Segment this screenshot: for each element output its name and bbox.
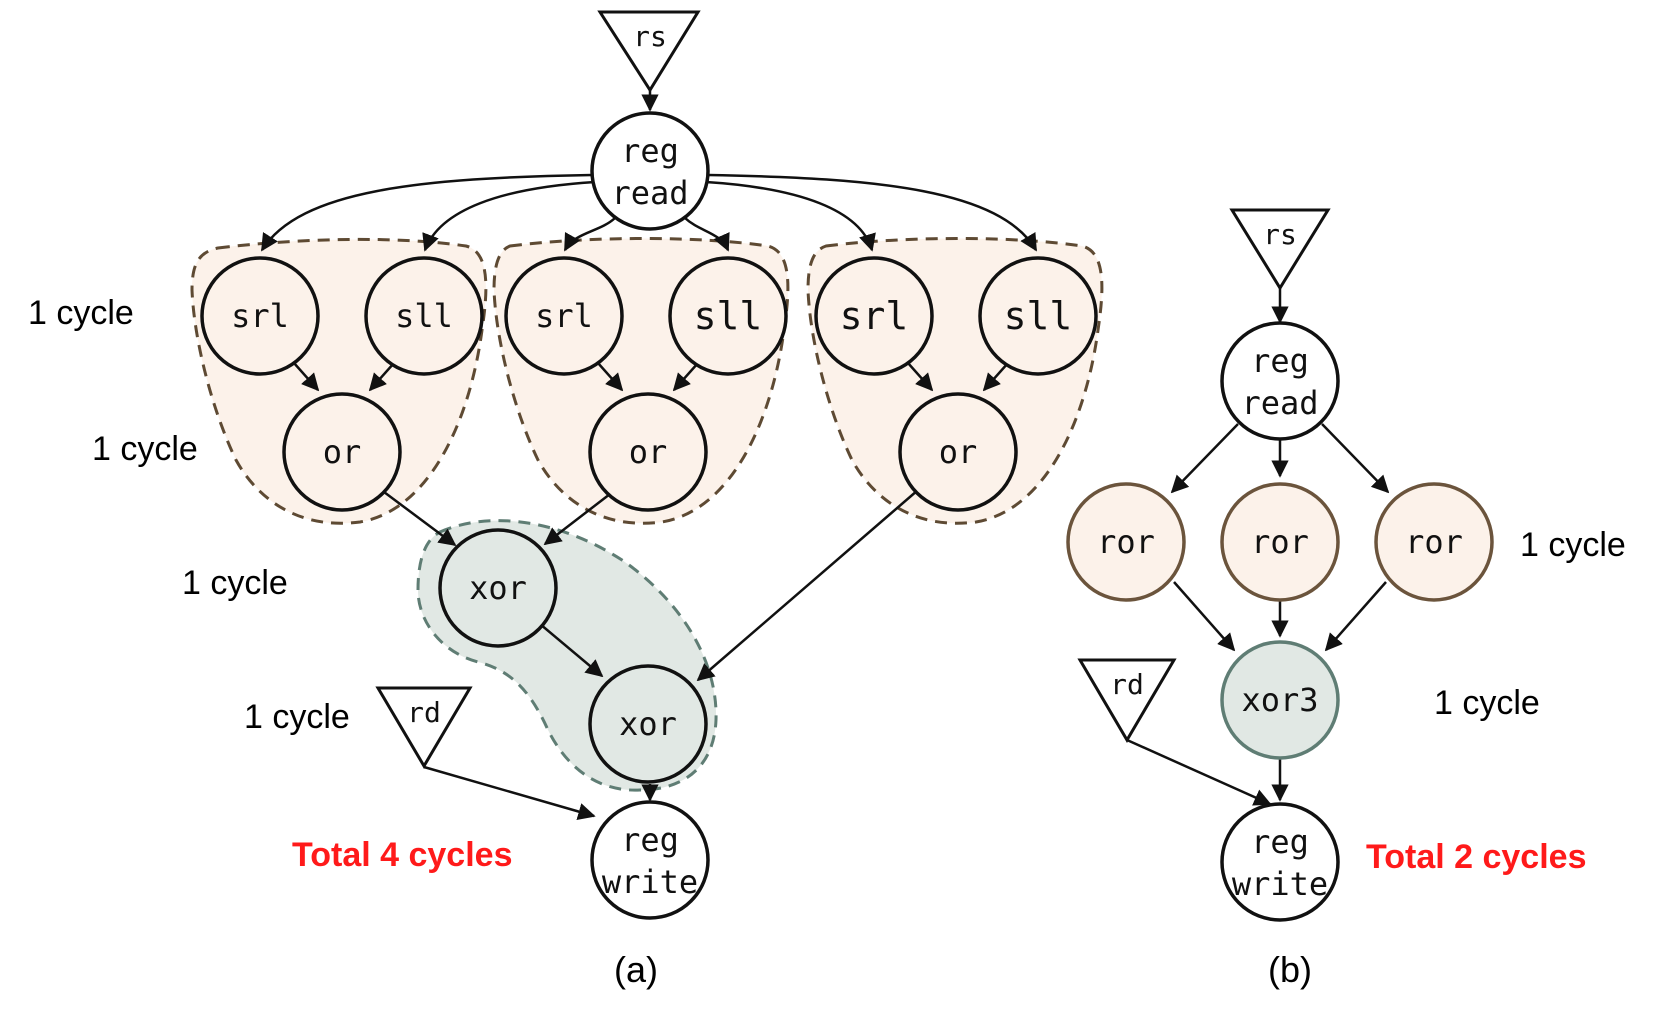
edge-rd-to-regwrite [423, 765, 596, 821]
rd-output-a: rd [375, 686, 473, 769]
rd-output-b: rd [1077, 658, 1177, 743]
cycle-label: 1 cycle [182, 564, 288, 602]
reg-write-line1: reg [1251, 823, 1309, 861]
rs-input-a: rs [597, 10, 701, 93]
srl-label: srl [231, 297, 289, 335]
reg-write-line2: write [1232, 865, 1328, 903]
rs-input-b: rs [1229, 208, 1331, 291]
total-cycles-label: Total 4 cycles [292, 836, 513, 874]
or-node-3: or [898, 392, 1018, 512]
ror-node-3: ror [1374, 482, 1494, 602]
edge-or3-to-xor2 [696, 489, 919, 682]
reg-write-line1: reg [621, 821, 679, 859]
reg-read-line2: read [611, 174, 688, 212]
edge-ror3-to-xor3 [1324, 581, 1387, 652]
cycle-label: 1 cycle [1434, 684, 1540, 722]
sll-node-1: sll [364, 256, 484, 376]
edge-regread-to-srl3 [705, 180, 876, 252]
edge-or1-to-xor1 [383, 490, 457, 547]
xor-label: xor [469, 569, 527, 607]
edge-rd-to-regwrite [1126, 738, 1272, 806]
cycle-label: 1 cycle [28, 294, 134, 332]
srl-node-2: srl [504, 256, 624, 376]
xor-node-2: xor [588, 664, 708, 784]
ror-node-1: ror [1066, 482, 1186, 602]
edge-ror1-to-xor3 [1173, 581, 1236, 652]
edge-regread-to-ror1 [1170, 423, 1239, 494]
panel-caption: (b) [1268, 949, 1312, 990]
xor3-label: xor3 [1241, 681, 1318, 719]
reg-read-line2: read [1241, 384, 1318, 422]
rd-label: rd [1110, 668, 1144, 701]
ror-label: ror [1251, 523, 1309, 561]
edge-xor1-to-xor2 [539, 623, 604, 678]
edge-regread-to-srl2 [563, 217, 616, 252]
rd-label: rd [407, 696, 441, 729]
srl-label: srl [535, 297, 593, 335]
ror-label: ror [1097, 523, 1155, 561]
xor3-node: xor3 [1220, 640, 1340, 760]
cycle-label: 1 cycle [1520, 526, 1626, 564]
ror-label: ror [1405, 523, 1463, 561]
panel-b: rs rd reg read ror ror ror xor3 [1066, 208, 1626, 990]
srl-node-1: srl [200, 256, 320, 376]
reg-read-node-b: reg read [1220, 321, 1340, 441]
or-node-1: or [282, 392, 402, 512]
cycle-label: 1 cycle [92, 430, 198, 468]
total-cycles-label: Total 2 cycles [1366, 838, 1587, 876]
or-node-2: or [588, 392, 708, 512]
sll-label: sll [395, 297, 453, 335]
or-label: or [323, 433, 362, 471]
sll-node-3: sll [978, 256, 1098, 376]
srl-node-3: srl [814, 256, 934, 376]
edge-regread-to-sll3 [707, 173, 1038, 252]
edge-regread-to-srl1 [260, 173, 593, 252]
sll-node-2: sll [668, 256, 788, 376]
sll-label: sll [1004, 294, 1073, 338]
reg-read-line1: reg [621, 132, 679, 170]
reg-write-line2: write [602, 863, 698, 901]
srl-label: srl [840, 294, 909, 338]
reg-read-line1: reg [1251, 342, 1309, 380]
or-label: or [629, 433, 668, 471]
edge-regread-to-ror3 [1321, 423, 1390, 494]
edge-regread-to-sll2 [684, 217, 730, 252]
panel-caption: (a) [614, 949, 658, 990]
edge-or2-to-xor1 [543, 493, 611, 546]
rs-label: rs [633, 20, 667, 53]
cycle-label: 1 cycle [244, 698, 350, 736]
or-label: or [939, 433, 978, 471]
rs-label: rs [1263, 218, 1297, 251]
reg-write-node-b: reg write [1220, 802, 1340, 922]
xor-node-1: xor [438, 528, 558, 648]
edge-regread-to-sll1 [422, 180, 596, 252]
xor-label: xor [619, 705, 677, 743]
sll-label: sll [694, 294, 763, 338]
ror-node-2: ror [1220, 482, 1340, 602]
reg-read-node-a: reg read [590, 111, 710, 231]
reg-write-node-a: reg write [590, 800, 710, 920]
panel-a: rs rd reg read srl sll srl sll [28, 10, 1104, 990]
